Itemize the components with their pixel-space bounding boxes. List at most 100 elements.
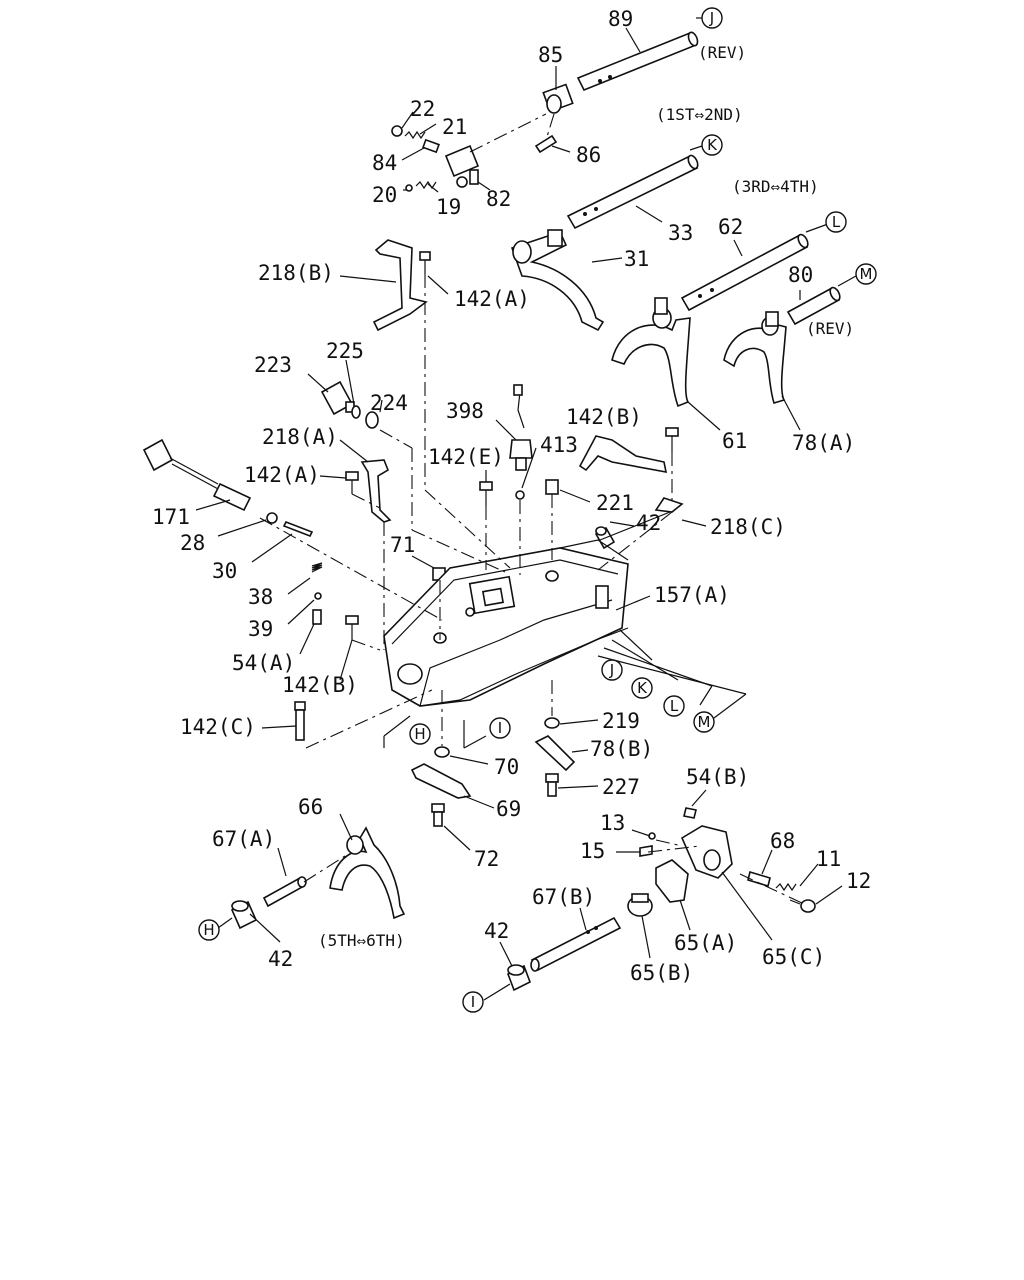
label-67b: 67(B) — [532, 885, 595, 909]
label-42-bottom: 42 — [268, 947, 293, 971]
label-66: 66 — [298, 795, 323, 819]
svg-text:K: K — [707, 136, 718, 154]
rod-30 — [282, 520, 314, 538]
notes: (REV) (1ST⇔2ND) (3RD⇔4TH) (REV) (5TH⇔6TH… — [318, 43, 854, 950]
label-33: 33 — [668, 221, 693, 245]
svg-text:J: J — [709, 9, 714, 27]
label-38: 38 — [248, 585, 273, 609]
label-39: 39 — [248, 617, 273, 641]
washer-225 — [351, 405, 361, 419]
marker-i-bottom: I — [462, 991, 484, 1013]
head-65b — [627, 893, 653, 917]
label-65b: 65(B) — [630, 961, 693, 985]
bracket-218a — [360, 459, 392, 523]
marker-l-top: L — [825, 211, 847, 233]
label-142a-mid: 142(A) — [244, 463, 320, 487]
label-61: 61 — [722, 429, 747, 453]
label-30: 30 — [212, 559, 237, 583]
label-413: 413 — [540, 433, 578, 457]
label-89: 89 — [608, 7, 633, 31]
label-82: 82 — [486, 187, 511, 211]
pin-54a — [312, 609, 322, 625]
label-224: 224 — [370, 391, 408, 415]
sleeve-42-left — [230, 900, 258, 930]
pin-54b — [683, 807, 697, 819]
label-72: 72 — [474, 847, 499, 871]
label-142b-top: 142(B) — [566, 405, 642, 429]
label-171: 171 — [152, 505, 190, 529]
bolt-142b-mid — [345, 615, 359, 640]
pin-15 — [639, 845, 653, 857]
label-223: 223 — [254, 353, 292, 377]
washer-70 — [434, 746, 450, 758]
svg-text:I: I — [498, 719, 502, 737]
ball-39 — [314, 592, 322, 600]
label-12: 12 — [846, 869, 871, 893]
bolt-227 — [545, 773, 559, 797]
bolt-142e — [479, 481, 493, 506]
ball-20 — [405, 184, 413, 192]
label-42-left: 42 — [484, 919, 509, 943]
note-rev-mid: (REV) — [806, 319, 854, 338]
marker-leaders — [383, 511, 747, 749]
rod-67a — [262, 876, 307, 908]
svg-text:M: M — [860, 265, 873, 283]
label-227: 227 — [602, 775, 640, 799]
label-142a-top: 142(A) — [454, 287, 530, 311]
label-54a: 54(A) — [232, 651, 295, 675]
svg-text:H: H — [414, 725, 425, 743]
label-70: 70 — [494, 755, 519, 779]
label-62: 62 — [718, 215, 743, 239]
marker-m-top: M — [855, 263, 877, 285]
pin-86 — [534, 134, 558, 154]
nut-221 — [545, 479, 559, 495]
label-142b-mid: 142(B) — [282, 673, 358, 697]
label-20: 20 — [372, 183, 397, 207]
block-82 — [444, 144, 480, 188]
label-218a: 218(A) — [262, 425, 338, 449]
rod-89 — [576, 31, 699, 92]
label-225: 225 — [326, 339, 364, 363]
rod-67b — [530, 916, 622, 972]
bolt-12 — [789, 899, 816, 913]
rod-62 — [680, 233, 809, 312]
marker-k-housing: K — [631, 677, 653, 699]
label-85: 85 — [538, 43, 563, 67]
label-21: 21 — [442, 115, 467, 139]
shift-head-85 — [542, 83, 574, 114]
switch-223 — [320, 380, 355, 416]
label-84: 84 — [372, 151, 397, 175]
label-65c: 65(C) — [762, 945, 825, 969]
washer-224 — [365, 411, 379, 429]
label-157a: 157(A) — [654, 583, 730, 607]
label-13: 13 — [600, 811, 625, 835]
lever-69 — [410, 763, 472, 799]
rod-80 — [786, 286, 841, 326]
svg-text:J: J — [609, 661, 614, 679]
bolt-142b-top — [665, 427, 679, 452]
bolt-142a-mid — [345, 471, 359, 494]
spring-38 — [311, 562, 323, 573]
svg-text:M: M — [698, 713, 711, 731]
fork-78a — [723, 311, 787, 404]
label-221: 221 — [596, 491, 634, 515]
marker-l-housing: L — [663, 695, 685, 717]
spring-21 — [404, 130, 426, 140]
spring-11 — [775, 882, 797, 892]
bolt-142c — [294, 701, 306, 741]
bolt-22 — [391, 125, 403, 137]
note-1st-2nd: (1ST⇔2ND) — [656, 105, 743, 124]
label-19: 19 — [436, 195, 461, 219]
label-86: 86 — [576, 143, 601, 167]
fork-61 — [611, 297, 691, 408]
svg-text:L: L — [670, 697, 679, 715]
marker-k-top: K — [701, 134, 723, 156]
label-65a: 65(A) — [674, 931, 737, 955]
label-11: 11 — [816, 847, 841, 871]
markers: J K L M J K L M H I H I — [198, 7, 877, 1013]
marker-m-housing: M — [693, 711, 715, 733]
label-78b: 78(B) — [590, 737, 653, 761]
svg-text:H: H — [203, 921, 214, 939]
